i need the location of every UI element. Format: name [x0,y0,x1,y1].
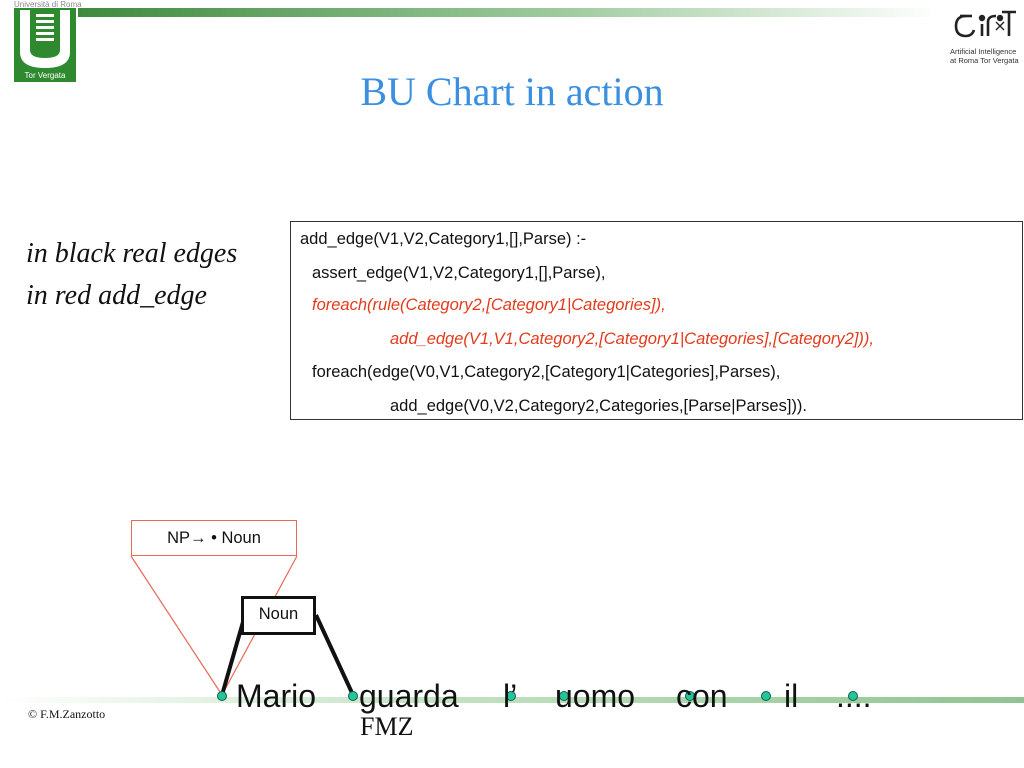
code-line-red: foreach(rule(Category2,[Category1|Catego… [312,296,666,314]
copyright: © F.M.Zanzotto [28,707,106,721]
ai-logo-line-2: at Roma Tor Vergata [950,56,1019,65]
noun-edge-box: Noun [241,596,316,635]
np-edge-box: NP→ • Noun [131,520,297,556]
code-line-red: add_edge(V1,V1,Category2,[Category1|Cate… [390,330,874,348]
chart-node [217,691,227,701]
word-guarda: guarda [359,678,459,714]
chart-node [559,691,569,701]
noun-edge-right-line [314,614,355,696]
np-edge-left-line [130,555,223,696]
chart-node [761,691,771,701]
code-box: add_edge(V1,V2,Category1,[],Parse) :- as… [290,221,1023,420]
chart-node [685,691,695,701]
ai-lab-logo-icon [954,10,1016,38]
word-il: il [784,678,799,714]
university-subtitle: Tor Vergata [14,70,76,82]
word-con: con [676,678,728,714]
note-red-add-edge: in red add_edge [26,280,207,311]
code-line: add_edge(V1,V2,Category1,[],Parse) :- [300,230,587,248]
word-mario: Mario [236,678,317,714]
word-uomo: uomo [555,678,636,714]
code-line: foreach(edge(V0,V1,Category2,[Category1|… [312,363,781,381]
code-line: assert_edge(V1,V2,Category1,[],Parse), [312,264,606,282]
ai-logo-line-1: Artificial Intelligence [950,47,1017,56]
chart-node [506,691,516,701]
word-ellipsis: .... [836,678,872,714]
code-line: add_edge(V0,V2,Category2,Categories,[Par… [390,397,808,415]
footer-label: FMZ [360,712,414,741]
top-decorative-bar [78,8,940,17]
page-title: BU Chart in action [360,69,664,114]
word-l: l’ [503,678,518,714]
university-caption: Università di Roma [14,0,82,9]
note-black-edges: in black real edges [26,238,238,269]
chart-node [848,691,858,701]
university-logo-icon [14,8,76,82]
chart-node [348,691,358,701]
